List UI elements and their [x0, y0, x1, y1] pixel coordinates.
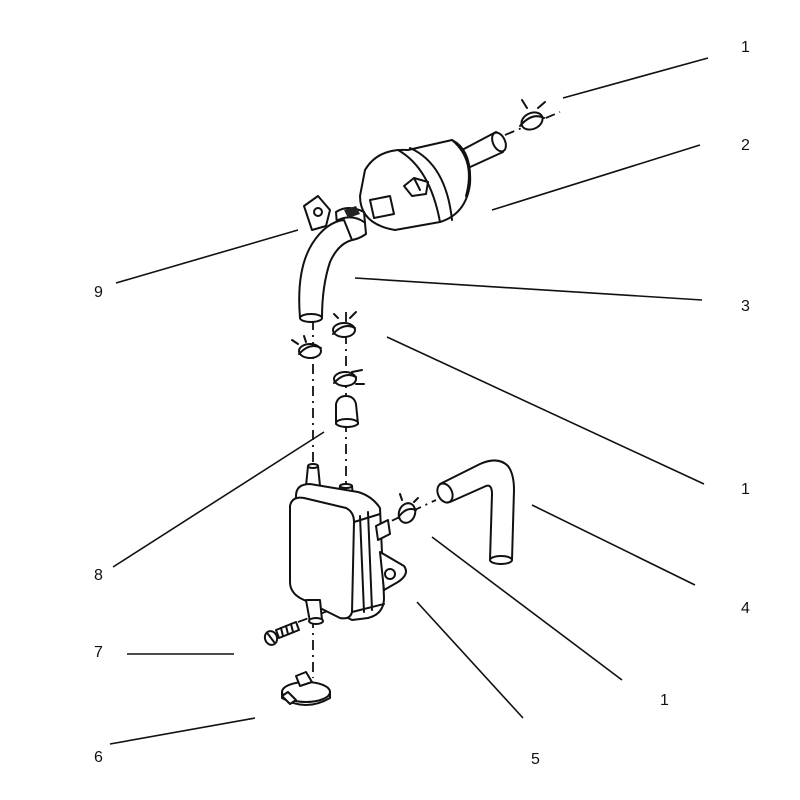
band-clamp	[281, 671, 331, 706]
spring-clamp-top	[519, 99, 546, 131]
rubber-cap	[335, 395, 359, 428]
leader-1a	[562, 57, 709, 99]
leader-8	[112, 431, 325, 568]
leader-9	[115, 229, 299, 284]
callout-3: 3	[741, 298, 750, 315]
callout-1-bottom: 1	[660, 692, 669, 709]
callout-2: 2	[741, 137, 750, 154]
spring-clamp-middle-left	[291, 335, 322, 359]
fuel-separator-body	[289, 463, 407, 625]
leader-2	[491, 144, 701, 211]
bracket-and-elbow	[298, 195, 367, 323]
flow-arrow-icon	[403, 177, 429, 197]
leader-4	[531, 504, 696, 586]
callout-7: 7	[94, 644, 103, 661]
leader-1c	[431, 536, 623, 681]
callout-5: 5	[531, 751, 540, 768]
leader-5	[416, 601, 524, 719]
leader-6	[109, 717, 256, 745]
leader-1b	[386, 336, 705, 485]
callout-6: 6	[94, 749, 103, 766]
spring-clamp-side	[397, 493, 419, 524]
inline-fuel-filter	[359, 131, 507, 231]
mounting-screw	[263, 621, 300, 646]
callout-labels: 1 2 3 1 4 1 5 6 7 8 9	[94, 39, 750, 768]
spring-clamp-middle-right	[332, 311, 357, 338]
bent-hose	[436, 459, 515, 565]
callout-4: 4	[741, 600, 750, 617]
callout-1-top: 1	[741, 39, 750, 56]
leader-lines	[109, 57, 709, 745]
leader-3	[354, 277, 703, 301]
callout-8: 8	[94, 567, 103, 584]
callout-9: 9	[94, 284, 103, 301]
spring-clamp-lower	[333, 369, 365, 387]
callout-1-middle: 1	[741, 481, 750, 498]
